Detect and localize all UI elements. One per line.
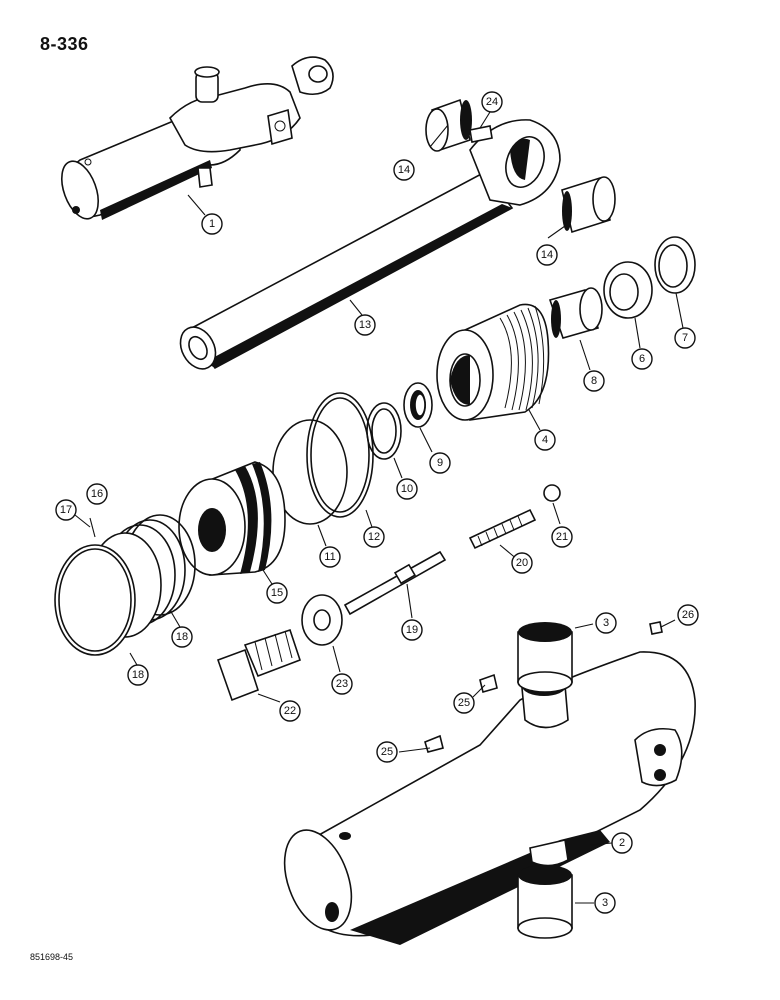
svg-text:7: 7 [682,332,688,344]
washer-23-drawing [301,594,343,646]
svg-text:9: 9 [437,457,443,469]
callout-3-upper: 3 [595,612,617,634]
fitting-25-upper-drawing [479,673,498,693]
svg-text:3: 3 [602,897,608,909]
svg-text:16: 16 [91,488,103,500]
callout-25-lower: 25 [376,741,398,763]
figure-code: 851698-45 [30,952,74,962]
svg-text:1: 1 [209,218,215,230]
svg-text:15: 15 [271,587,283,599]
callout-20: 20 [511,552,533,574]
bushing-8-drawing [548,287,603,339]
piston-seals-drawing [54,514,196,656]
callout-9: 9 [429,452,451,474]
callout-18-upper: 18 [171,626,193,648]
check-valve-19-drawing [343,550,447,616]
callout-7: 7 [674,327,696,349]
bushing-upper-drawing [425,98,472,152]
svg-text:3: 3 [603,617,609,629]
fitting-25-lower-drawing [424,734,444,753]
svg-text:20: 20 [516,557,528,569]
svg-text:4: 4 [542,434,548,446]
svg-text:2: 2 [619,837,625,849]
svg-text:11: 11 [324,551,335,563]
piston-15-drawing [178,461,286,576]
callout-16: 16 [86,483,108,505]
bushing-3-lower-drawing [517,865,573,939]
gland-drawing [436,303,550,421]
page-number: 8-336 [40,34,89,54]
svg-text:8: 8 [591,375,597,387]
callout-17: 17 [55,499,77,521]
leader-lines [74,111,684,904]
callout-21: 21 [551,526,573,548]
svg-text:22: 22 [284,705,296,717]
svg-text:13: 13 [359,319,371,331]
callout-26: 26 [677,604,699,626]
callout-8: 8 [583,370,605,392]
o-ring-11-drawing [272,419,348,525]
callout-22: 22 [279,700,301,722]
svg-text:25: 25 [381,746,393,758]
callout-24: 24 [481,91,503,113]
callout-23: 23 [331,673,353,695]
svg-text:18: 18 [132,669,144,681]
svg-text:24: 24 [486,96,498,108]
wiper-7-drawing [654,236,696,294]
svg-text:14: 14 [541,249,553,261]
callout-6: 6 [631,348,653,370]
svg-text:12: 12 [368,531,380,543]
piston-rod-drawing [179,119,561,370]
ball-21-drawing [543,484,561,502]
svg-text:17: 17 [60,504,72,516]
callout-10: 10 [396,478,418,500]
barrel-drawing [283,651,696,945]
spring-20-drawing [468,508,537,550]
svg-text:19: 19 [406,624,418,636]
wiper-seal-9-drawing [403,382,433,428]
svg-text:10: 10 [401,483,413,495]
callout-14-lower: 14 [536,244,558,266]
callout-18-lower: 18 [127,664,149,686]
svg-text:21: 21 [556,531,568,543]
callout-15: 15 [266,582,288,604]
callout-1: 1 [201,213,223,235]
bushing-3-upper-drawing [517,622,573,693]
callout-2: 2 [611,832,633,854]
callout-12: 12 [363,526,385,548]
callout-11: 11 [319,546,341,568]
backup-ring-10-drawing [366,402,402,460]
bushing-lower-drawing [561,176,616,234]
svg-text:25: 25 [458,697,470,709]
fitting-26-drawing [649,621,663,635]
callout-25-upper: 25 [453,692,475,714]
svg-text:6: 6 [639,353,645,365]
grease-fitting-24-drawing [469,125,493,143]
svg-text:23: 23 [336,678,348,690]
callout-3-lower: 3 [594,892,616,914]
svg-text:26: 26 [682,609,694,621]
assembled-cylinder-drawing [60,56,334,220]
callout-4: 4 [534,429,556,451]
callout-19: 19 [401,619,423,641]
backup-ring-12-drawing [306,392,374,518]
callout-13: 13 [354,314,376,336]
svg-text:18: 18 [176,631,188,643]
svg-text:14: 14 [398,164,410,176]
callout-14-upper: 14 [393,159,415,181]
seal-6-drawing [603,261,653,319]
plug-22-drawing [216,628,302,702]
